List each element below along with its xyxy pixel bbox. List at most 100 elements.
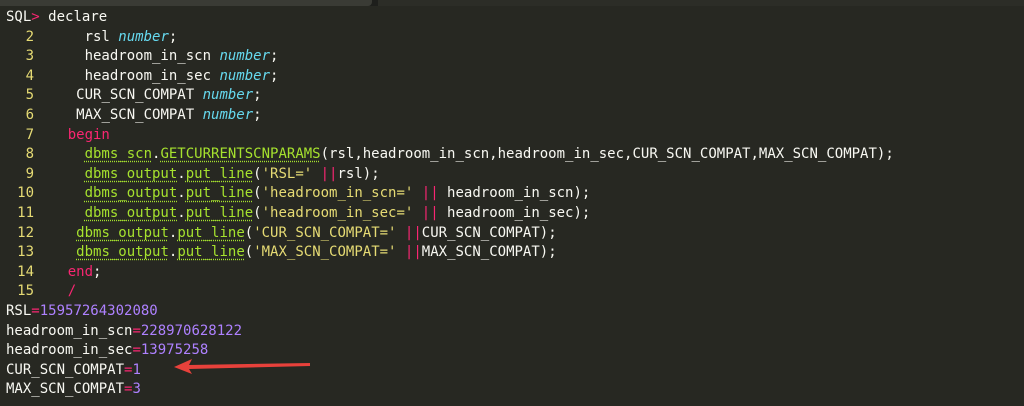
code-text: ; <box>253 106 262 123</box>
code-text: headroom_in_sec <box>84 67 220 84</box>
string-literal: 'headroom_in_sec=' <box>261 204 414 221</box>
identifier: put_line <box>177 244 245 261</box>
code-line: 13 dbms_output.put_line('MAX_SCN_COMPAT=… <box>6 243 1024 263</box>
identifier: dbms_scn <box>84 146 153 163</box>
identifier: put_line <box>185 204 254 221</box>
output-line: RSL=15957264302080 <box>6 302 1024 322</box>
control-keyword: begin <box>67 126 110 143</box>
output-key: RSL <box>6 302 32 319</box>
type-keyword: number <box>202 87 254 104</box>
code-text: ; <box>253 87 262 104</box>
output-value: 1 <box>132 361 141 378</box>
output-value: 3 <box>132 381 141 398</box>
code-line: 14 end; <box>6 263 1024 283</box>
code-text: rsl <box>84 28 119 45</box>
code-text <box>413 185 421 201</box>
indent <box>34 87 76 103</box>
output-value: 13975258 <box>140 342 209 359</box>
identifier: dbms_output <box>84 165 178 182</box>
prompt-line: SQL> declare <box>6 8 1024 28</box>
control-keyword: / <box>67 283 77 300</box>
line-number: 15 <box>17 283 34 300</box>
code-line: 6 MAX_SCN_COMPAT number; <box>6 106 1024 126</box>
sql-prompt: SQL <box>6 9 32 25</box>
code-line: 5 CUR_SCN_COMPAT number; <box>6 86 1024 106</box>
code-text: ( <box>244 244 254 261</box>
code-line: 3 headroom_in_scn number; <box>6 47 1024 67</box>
code-text: ; <box>168 28 178 45</box>
indent <box>34 68 85 84</box>
indent <box>34 107 76 123</box>
code-line: 8 dbms_scn.GETCURRENTSCNPARAMS(rsl,headr… <box>6 145 1024 165</box>
tab-inactive[interactable] <box>378 0 1024 6</box>
prompt-command: declare <box>48 9 108 25</box>
code-text <box>396 225 404 241</box>
code-text <box>396 244 404 260</box>
red-arrow-icon <box>174 359 310 374</box>
output-key: MAX_SCN_COMPAT <box>6 381 125 398</box>
line-number: 13 <box>17 244 34 261</box>
line-number: 11 <box>17 204 34 221</box>
code-text: rsl); <box>337 165 380 182</box>
tab-strip <box>0 0 1024 6</box>
type-keyword: number <box>202 106 254 123</box>
output-equals: = <box>132 322 141 339</box>
code-line: 10 dbms_output.put_line('headroom_in_scn… <box>6 184 1024 204</box>
output-key: headroom_in_sec <box>6 342 133 359</box>
line-number: 2 <box>25 28 34 45</box>
type-keyword: number <box>219 48 271 65</box>
code-text: ; <box>270 67 279 84</box>
indent <box>34 48 85 64</box>
indent <box>34 225 76 241</box>
indent <box>34 166 85 182</box>
output-equals: = <box>132 342 141 359</box>
line-number: 14 <box>17 263 34 280</box>
code-text: ( <box>253 204 262 221</box>
type-keyword: number <box>219 67 271 84</box>
code-text: ; <box>270 48 279 65</box>
code-text: . <box>168 244 178 261</box>
concat-operator: || <box>421 185 439 202</box>
code-text: ( <box>244 224 254 241</box>
control-keyword: end <box>67 263 94 280</box>
indent <box>34 244 76 260</box>
identifier: dbms_output <box>84 185 178 202</box>
output-line: headroom_in_sec=13975258 <box>6 341 1024 361</box>
output-key: headroom_in_scn <box>6 322 133 339</box>
code-text: headroom_in_scn <box>84 48 220 65</box>
identifier: put_line <box>185 185 254 202</box>
code-text: . <box>177 165 186 182</box>
terminal-lines: SQL> declare 2 rsl number;3 headroom_in_… <box>6 8 1024 400</box>
code-text: CUR_SCN_COMPAT <box>76 87 203 104</box>
line-number: 5 <box>25 87 34 104</box>
code-line: 11 dbms_output.put_line('headroom_in_sec… <box>6 204 1024 224</box>
code-text: . <box>177 185 186 202</box>
code-text: . <box>177 204 186 221</box>
string-literal: 'MAX_SCN_COMPAT=' <box>253 244 397 261</box>
string-literal: 'headroom_in_scn=' <box>261 185 414 202</box>
identifier: GETCURRENTSCNPARAMS <box>160 146 321 163</box>
line-number: 7 <box>25 126 34 143</box>
output-key: CUR_SCN_COMPAT <box>6 361 125 378</box>
line-number: 12 <box>17 224 34 241</box>
concat-operator: || <box>320 165 338 182</box>
output-line: headroom_in_scn=228970628122 <box>6 322 1024 342</box>
code-line: 7 begin <box>6 126 1024 146</box>
output-line: CUR_SCN_COMPAT=1 <box>6 361 1024 381</box>
code-text: headroom_in_scn); <box>438 185 591 202</box>
code-text: ; <box>93 263 102 280</box>
identifier: dbms_output <box>76 224 169 241</box>
line-number: 8 <box>25 146 34 163</box>
code-block: 2 rsl number;3 headroom_in_scn number;4 … <box>6 28 1024 302</box>
code-line: 2 rsl number; <box>6 28 1024 48</box>
string-literal: 'CUR_SCN_COMPAT=' <box>253 224 397 241</box>
tab-active[interactable] <box>0 0 372 6</box>
line-number: 4 <box>25 67 34 84</box>
concat-operator: || <box>421 204 439 221</box>
code-text: (rsl,headroom_in_scn,headroom_in_sec,CUR… <box>320 146 894 163</box>
indent <box>34 146 85 162</box>
code-text: MAX_SCN_COMPAT <box>76 106 203 123</box>
code-line: 9 dbms_output.put_line('RSL=' ||rsl); <box>6 165 1024 185</box>
